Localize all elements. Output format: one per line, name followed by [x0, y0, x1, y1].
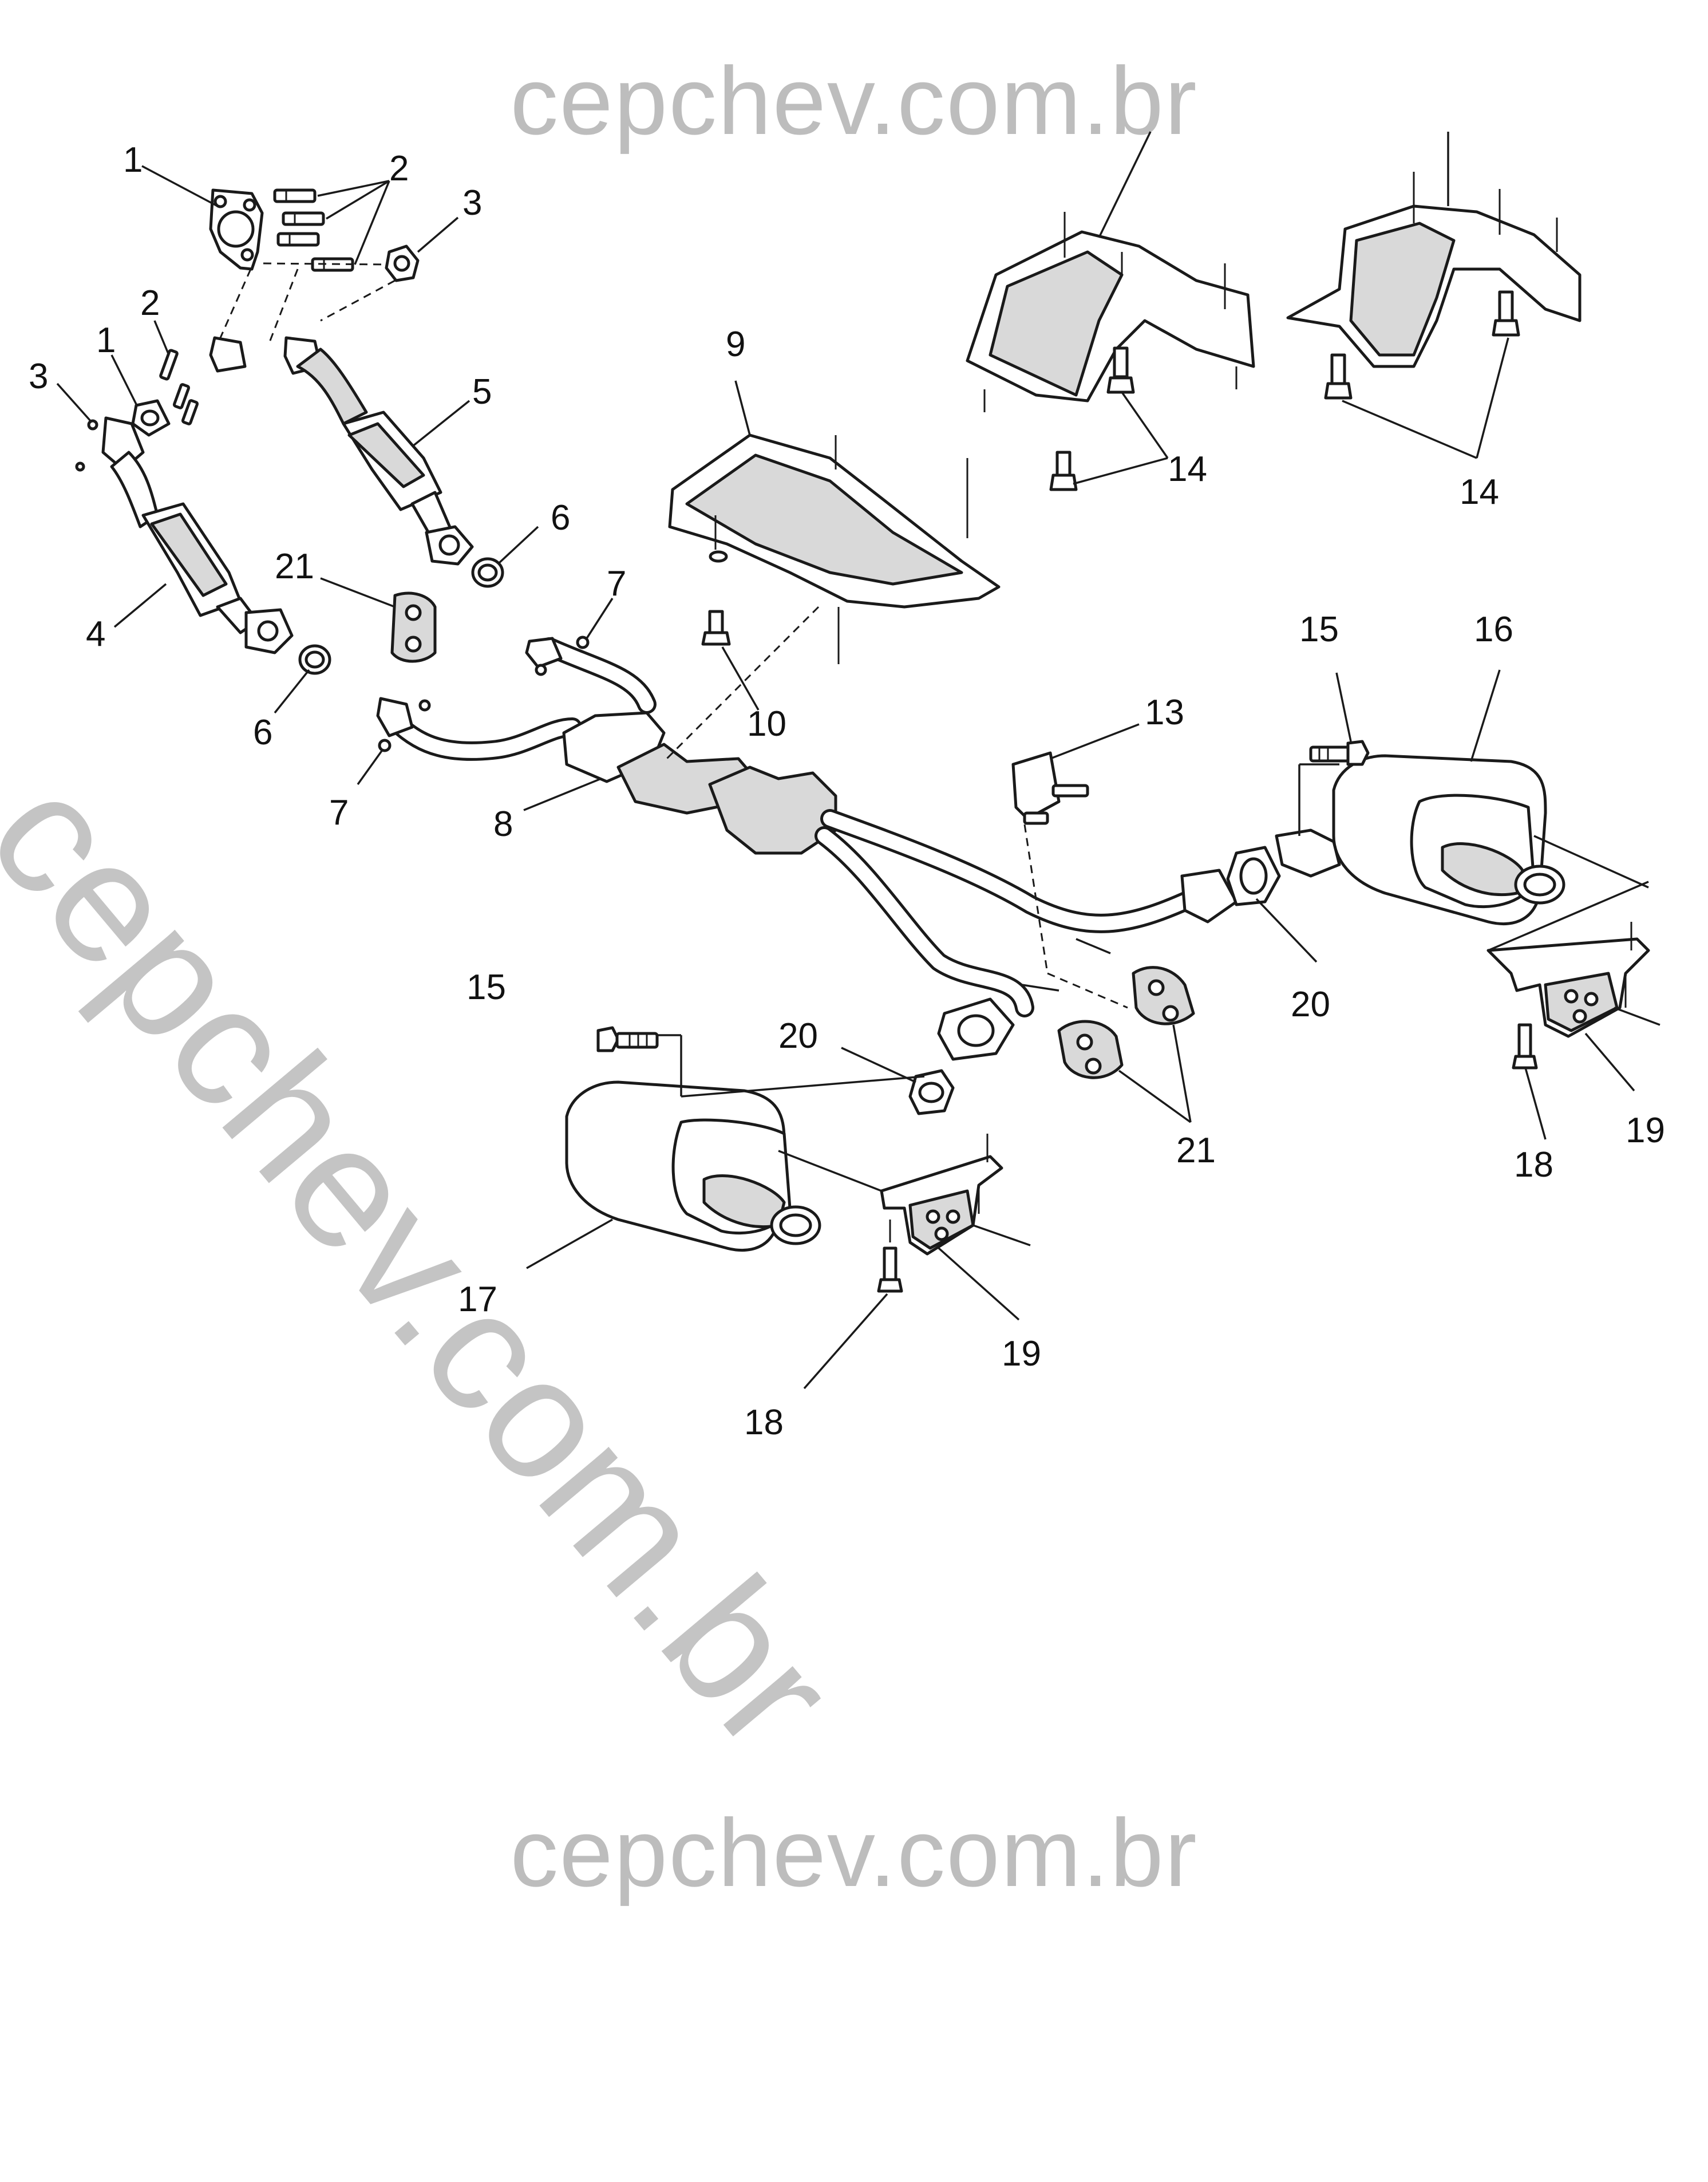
- nut-upper: [385, 244, 420, 282]
- callout-19-left: 19: [1002, 1334, 1041, 1374]
- bolt-heat-shield: [701, 610, 731, 646]
- callout-15-left: 15: [466, 968, 506, 1007]
- rubber-hanger-left: [390, 591, 437, 663]
- watermark-top: cepchev.com.br: [510, 47, 1198, 155]
- callout-2-upper: 2: [389, 149, 409, 188]
- leader-lines: [56, 131, 1635, 1390]
- callout-numbers: 1 2 3 2 1 3 5 6 21 4 6 7 7 8 9 10 13 14 …: [29, 140, 1665, 1442]
- bolt-muffler-right: [1309, 740, 1370, 766]
- callout-16: 16: [1474, 610, 1513, 649]
- heat-shield-rear-left: [966, 212, 1255, 412]
- callout-7-upper: 7: [607, 564, 626, 603]
- callout-2-lower: 2: [140, 283, 160, 323]
- callout-14-right: 14: [1460, 472, 1499, 512]
- front-pipe-left: [101, 416, 294, 654]
- bolt-muffler-left: [596, 1026, 659, 1052]
- studs-upper: [273, 188, 354, 272]
- exhaust-system-diagram: cepchev.com.br: [0, 47, 1665, 1907]
- callout-6-lower: 6: [253, 713, 272, 752]
- callout-9: 9: [726, 325, 745, 364]
- callout-21-left: 21: [275, 547, 314, 586]
- front-pipe-right: [209, 336, 474, 566]
- heat-shield-rear-right: [1286, 172, 1582, 368]
- callout-4: 4: [86, 614, 105, 654]
- diagram-drawing: 1 2 3 2 1 3 5 6 21 4 6 7 7 8 9 10 13 14 …: [29, 131, 1665, 1442]
- callout-8: 8: [493, 804, 513, 844]
- callout-1-lower: 1: [96, 321, 116, 360]
- callout-18-left: 18: [744, 1403, 784, 1442]
- pipe-bracket: [1011, 751, 1089, 825]
- callout-20-left: 20: [778, 1016, 818, 1056]
- bolts-rear-shields: [1049, 290, 1520, 491]
- rubber-hangers-right: [1057, 966, 1195, 1079]
- rear-muffler-left: [565, 1034, 882, 1252]
- intermediate-pipe: [376, 637, 1238, 1061]
- gasket-upper: [209, 188, 264, 271]
- callout-1-upper: 1: [123, 140, 143, 180]
- flange-gasket-right: [1226, 846, 1281, 906]
- sealing-rings: [298, 557, 504, 675]
- callout-10: 10: [747, 704, 786, 744]
- hanger-bracket-left: [877, 1134, 1031, 1293]
- watermark-bottom: cepchev.com.br: [510, 1799, 1198, 1907]
- rear-muffler-right: [1275, 754, 1649, 925]
- flange-gasket-left: [908, 1069, 955, 1115]
- gasket-lower: [75, 349, 199, 472]
- hanger-bracket-right: [1486, 881, 1660, 1070]
- callout-3-lower: 3: [29, 357, 48, 396]
- flange-nuts: [378, 636, 590, 752]
- callout-13: 13: [1145, 693, 1184, 732]
- callout-14-left: 14: [1168, 449, 1207, 489]
- callout-19-right: 19: [1626, 1111, 1665, 1150]
- callout-21-right: 21: [1176, 1131, 1216, 1170]
- callout-3-upper: 3: [462, 183, 482, 223]
- callout-6-upper: 6: [551, 498, 570, 538]
- callout-20-right: 20: [1291, 985, 1330, 1024]
- callout-15-right: 15: [1299, 610, 1339, 649]
- heat-shield-center: [668, 433, 1001, 664]
- callout-17: 17: [458, 1280, 497, 1319]
- callout-5: 5: [472, 372, 492, 412]
- callout-18-right: 18: [1514, 1145, 1553, 1185]
- callout-7-lower: 7: [329, 793, 349, 832]
